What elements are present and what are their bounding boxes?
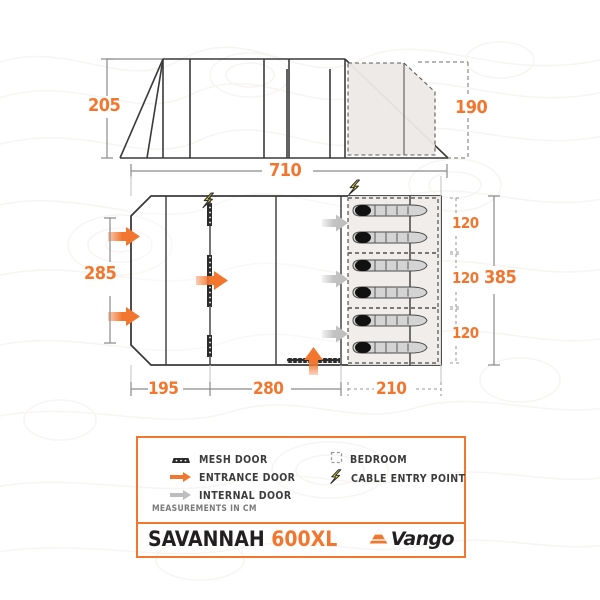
product-name: SAVANNAH [148,527,265,551]
sleeping-bag [352,341,428,354]
vango-triangle-logo-icon [369,528,389,550]
entrance-door-arrow [304,347,323,375]
legend-item-mesh-door: MESH DOOR [170,451,268,469]
entrance-door-arrows-group [108,227,323,375]
product-model: 600XL [271,527,338,551]
legend-item-entrance-door: ENTRANCE DOOR [170,469,295,487]
sleeping-bag [352,204,428,217]
cable-entry-lightning-icon [330,469,344,489]
sleeping-bag [352,314,428,327]
mesh-door [207,203,212,226]
product-title: SAVANNAH 600XL [148,527,337,551]
mesh-door [207,335,212,357]
elevation-bedroom-shading [347,62,436,156]
bedroom-block-shading [348,196,441,365]
elevation-length-dimension [130,164,448,178]
legend-label-cable-entry: CABLE ENTRY POINT [351,473,466,485]
internal-door-arrow-icon [170,487,192,505]
floorplan-length-dimensions [130,382,342,396]
legend-item-internal-door: INTERNAL DOOR [170,487,292,505]
sleeping-bag [352,286,428,299]
legend-measurement-note: MEASUREMENTS IN CM [152,504,257,514]
internal-door-arrow [322,325,348,343]
floorplan-bedroom-length-dimension [347,382,442,396]
legend-label-entrance-door: ENTRANCE DOOR [199,472,296,484]
entrance-door-arrow [108,307,140,326]
internal-door-arrows-group [322,214,348,343]
vango-wordmark: Vango [390,527,455,550]
floorplan-total-depth-dimension [488,195,500,366]
bedroom-dashed-square-icon [330,451,343,469]
bedroom-dashed-outlines [347,197,439,364]
floor-plan-view [104,176,500,396]
elevation-height-rear-dimension [418,61,469,159]
entrance-door-arrow-icon [170,469,192,487]
mesh-door-icon [170,451,192,469]
side-elevation-view [101,58,469,178]
sleeping-bag [352,259,428,272]
internal-door-arrow [322,270,348,288]
legend-label-mesh-door: MESH DOOR [199,454,268,466]
entrance-door-arrow [108,227,140,246]
elevation-height-front-dimension [101,58,113,159]
legend-label-bedroom: BEDROOM [350,454,408,466]
bedroom-depth-dimensions [450,197,462,364]
cable-entry-point-icon [348,179,360,196]
vango-logo: Vango [369,527,455,550]
legend-item-cable-entry: CABLE ENTRY POINT [330,469,465,489]
floorplan-width-front-dimension [104,217,116,344]
product-title-bar: SAVANNAH 600XL Vango [138,522,464,554]
internal-door-arrow [322,214,348,232]
legend-label-internal-door: INTERNAL DOOR [199,490,292,502]
sleeping-bag [352,231,428,244]
legend-box: MESH DOOR ENTRANCE DOOR INTERNAL DOOR [136,436,466,558]
entrance-door-arrow [196,271,228,290]
legend-item-bedroom: BEDROOM [330,451,407,469]
